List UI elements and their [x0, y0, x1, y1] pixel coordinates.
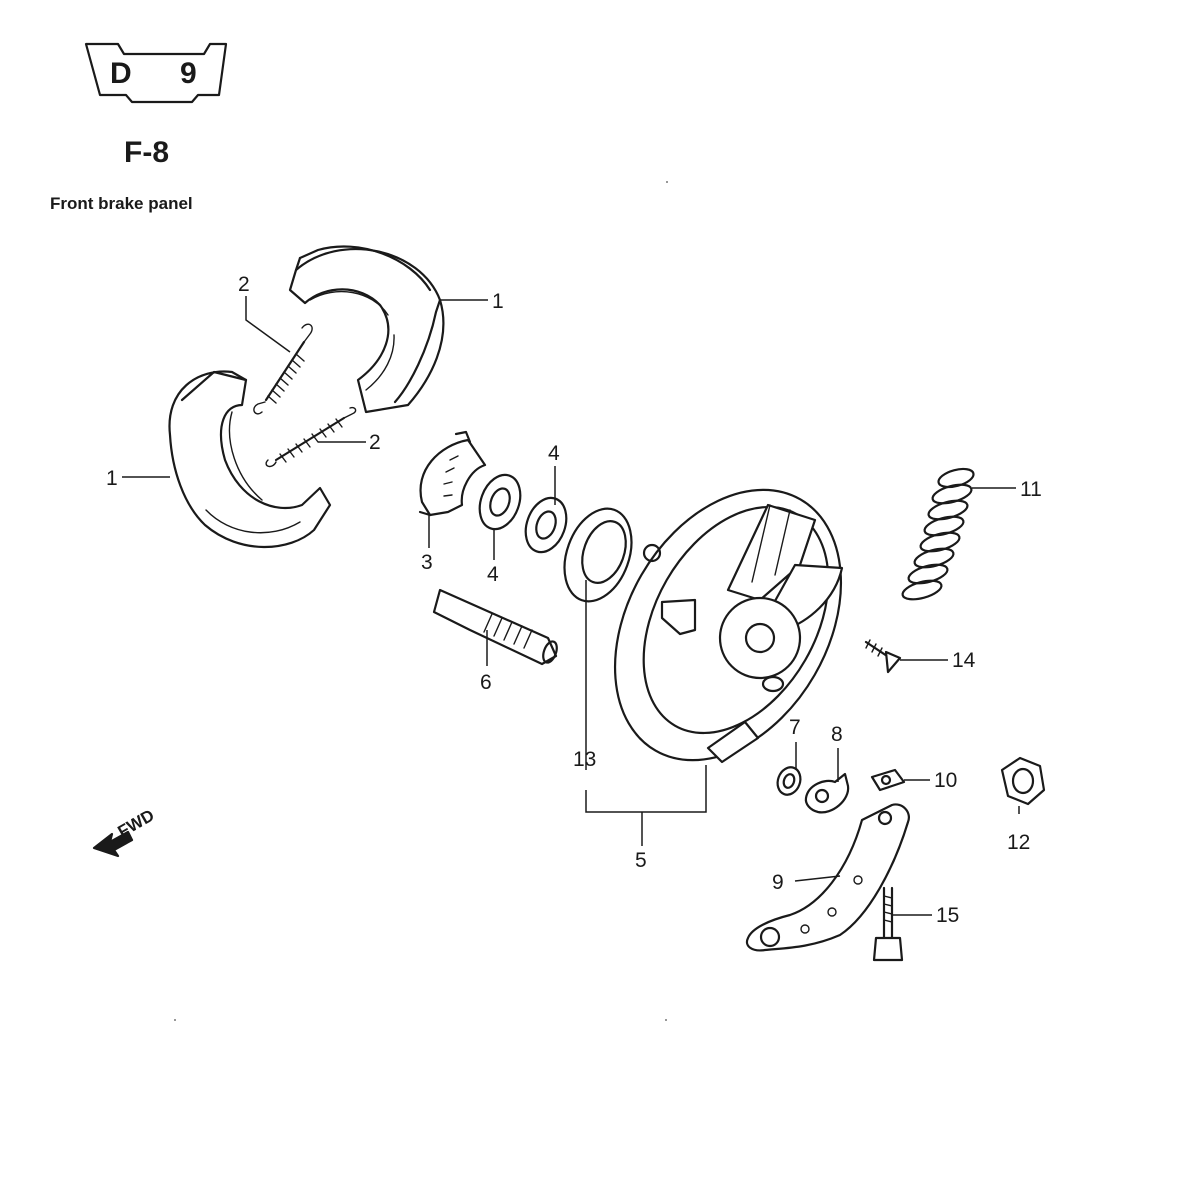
- brake-shoe-spring-upper: [253, 323, 313, 415]
- scan-speck: [174, 1019, 176, 1021]
- brake-cam-gear-part: [418, 430, 487, 517]
- lever-plate-small: [870, 768, 906, 792]
- forward-direction-indicator: FWD: [92, 806, 158, 858]
- callout-7: 7: [789, 716, 801, 739]
- callout-15: 15: [936, 904, 959, 927]
- badge-number: 9: [180, 57, 199, 90]
- callout-4-lower: 4: [487, 563, 499, 586]
- callout-4-upper: 4: [548, 442, 560, 465]
- leader-lines: [122, 296, 1020, 916]
- callout-6: 6: [480, 671, 492, 694]
- callout-3: 3: [421, 551, 433, 574]
- axle-nut: [1000, 756, 1046, 806]
- brake-cam-shaft: [432, 588, 558, 666]
- brake-shoe-spring-lower: [265, 406, 357, 468]
- callout-13: 13: [573, 748, 596, 771]
- callout-8: 8: [831, 723, 843, 746]
- washer-outer: [524, 496, 568, 554]
- callout-9: 9: [772, 871, 784, 894]
- brake-panel: [613, 488, 844, 764]
- return-spring: [901, 467, 975, 601]
- callout-1-lower: 1: [106, 467, 118, 490]
- callout-10: 10: [934, 769, 957, 792]
- callout-11: 11: [1020, 478, 1042, 501]
- section-code: F-8: [124, 136, 169, 169]
- callout-12: 12: [1007, 831, 1030, 854]
- callout-2-upper: 2: [238, 273, 250, 296]
- callout-14: 14: [952, 649, 976, 672]
- callout-1-upper: 1: [492, 290, 504, 313]
- brake-shoe-upper: [288, 245, 445, 414]
- oil-seal: [563, 507, 633, 603]
- scan-speck: [665, 1019, 667, 1021]
- screw: [864, 639, 902, 674]
- page-title: Front brake panel: [50, 194, 193, 213]
- wear-indicator-plate: [804, 772, 850, 814]
- brake-shoe-lower: [168, 370, 332, 549]
- washer-small: [776, 766, 802, 796]
- bolt: [872, 886, 904, 962]
- washer-inner: [478, 473, 522, 531]
- scan-speck: [666, 181, 668, 183]
- badge-letter: D: [110, 57, 134, 90]
- fwd-label: FWD: [115, 806, 158, 842]
- callout-2-lower: 2: [369, 431, 381, 454]
- section-badge: D 9: [84, 42, 228, 104]
- callout-5: 5: [635, 849, 647, 872]
- brake-arm: [745, 803, 910, 952]
- callout-numbers: 1 1 2 2 3 4 4 5 6 7 8 9 10 11 12 13 14 1…: [106, 273, 1042, 927]
